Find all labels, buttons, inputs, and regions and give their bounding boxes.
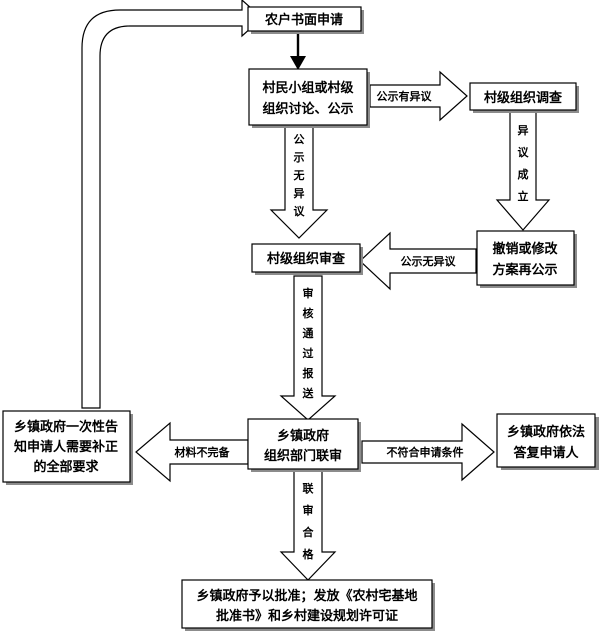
svg-text:组织讨论、公示: 组织讨论、公示 xyxy=(262,101,353,117)
svg-text:格: 格 xyxy=(303,547,315,561)
edge-label-review-pass-submit: 审 核 通 过 报 送 xyxy=(302,286,315,400)
svg-text:联: 联 xyxy=(303,481,314,495)
svg-text:通: 通 xyxy=(303,327,314,340)
svg-text:乡镇政府依法: 乡镇政府依法 xyxy=(507,424,585,440)
no-objection-left-arrow xyxy=(359,231,477,291)
svg-text:送: 送 xyxy=(302,386,315,400)
svg-text:异: 异 xyxy=(518,124,529,137)
svg-text:合: 合 xyxy=(303,525,315,539)
no-objection-down-arrow xyxy=(269,125,329,239)
svg-text:批准书》和乡村建设规划许可证: 批准书》和乡村建设规划许可证 xyxy=(216,608,398,624)
edge-label-materials-incomplete: 材料不完备 xyxy=(175,445,231,459)
svg-text:组织部门联审: 组织部门联审 xyxy=(264,448,342,464)
node-village-investigation: 村级组织调查 xyxy=(469,82,579,113)
edge-label-conditions-not-met: 不符合申请条件 xyxy=(387,445,464,459)
svg-text:村级组织调查: 村级组织调查 xyxy=(484,90,563,106)
svg-text:撤销或修改: 撤销或修改 xyxy=(492,241,558,257)
node-reply-applicant: 乡镇政府依法 答复申请人 xyxy=(496,413,599,470)
node-approval: 乡镇政府予以批准；发放《农村宅基地 批准书》和乡村建设规划许可证 xyxy=(181,579,435,631)
conditions-not-met-arrow xyxy=(361,422,495,482)
svg-text:审: 审 xyxy=(303,286,314,300)
application-to-village-group-arrow xyxy=(290,28,306,70)
svg-text:无: 无 xyxy=(293,169,305,182)
joint-review-qualified-arrow xyxy=(279,469,337,581)
svg-text:村级组织审查: 村级组织审查 xyxy=(267,251,346,267)
node-notify-supplement: 乡镇政府一次性告 知申请人需要补正 的全部要求 xyxy=(2,410,133,485)
svg-text:方案再公示: 方案再公示 xyxy=(492,262,557,278)
node-revoke-modify: 撤销或修改 方案再公示 xyxy=(476,230,577,288)
svg-text:答复申请人: 答复申请人 xyxy=(513,445,579,461)
edge-label-publicity-objection: 公示有异议 xyxy=(377,89,433,103)
svg-text:成: 成 xyxy=(518,167,529,181)
objection-valid-arrow xyxy=(495,108,551,231)
svg-text:核: 核 xyxy=(303,306,314,320)
node-township-joint-review: 乡镇政府 组织部门联审 xyxy=(247,418,361,472)
svg-text:公: 公 xyxy=(294,133,305,146)
svg-text:村民小组或村级: 村民小组或村级 xyxy=(262,80,354,96)
node-village-group: 村民小组或村级 组织讨论、公示 xyxy=(248,68,370,128)
node-application: 农户书面申请 xyxy=(247,6,364,34)
svg-text:乡镇政府: 乡镇政府 xyxy=(277,428,329,444)
edge-label-objection-valid: 异 议 成 立 xyxy=(518,124,530,203)
svg-text:立: 立 xyxy=(518,189,529,203)
svg-text:乡镇政府一次性告: 乡镇政府一次性告 xyxy=(14,419,118,435)
svg-text:知申请人需要补正: 知申请人需要补正 xyxy=(14,439,118,455)
materials-incomplete-arrow xyxy=(135,421,249,483)
edge-label-publicity-no-objection-vertical: 公 示 无 异 议 xyxy=(293,133,306,218)
svg-text:异: 异 xyxy=(294,187,305,200)
svg-text:审: 审 xyxy=(303,503,314,517)
return-arrow xyxy=(81,0,263,409)
svg-text:示: 示 xyxy=(293,151,305,164)
svg-text:乡镇政府予以批准；发放《农村宅基地: 乡镇政府予以批准；发放《农村宅基地 xyxy=(196,588,417,604)
review-pass-arrow xyxy=(279,275,337,421)
svg-text:报: 报 xyxy=(303,366,315,380)
svg-text:议: 议 xyxy=(518,145,530,159)
svg-text:议: 议 xyxy=(294,204,306,218)
objection-arrow xyxy=(369,70,468,122)
node-village-review: 村级组织审查 xyxy=(251,243,363,275)
svg-text:的全部要求: 的全部要求 xyxy=(33,459,99,475)
svg-text:过: 过 xyxy=(303,346,314,360)
svg-text:农户书面申请: 农户书面申请 xyxy=(264,12,343,28)
edge-label-joint-review-qualified: 联 审 合 格 xyxy=(303,481,315,561)
edge-label-publicity-no-objection-horizontal: 公示无异议 xyxy=(401,254,457,268)
